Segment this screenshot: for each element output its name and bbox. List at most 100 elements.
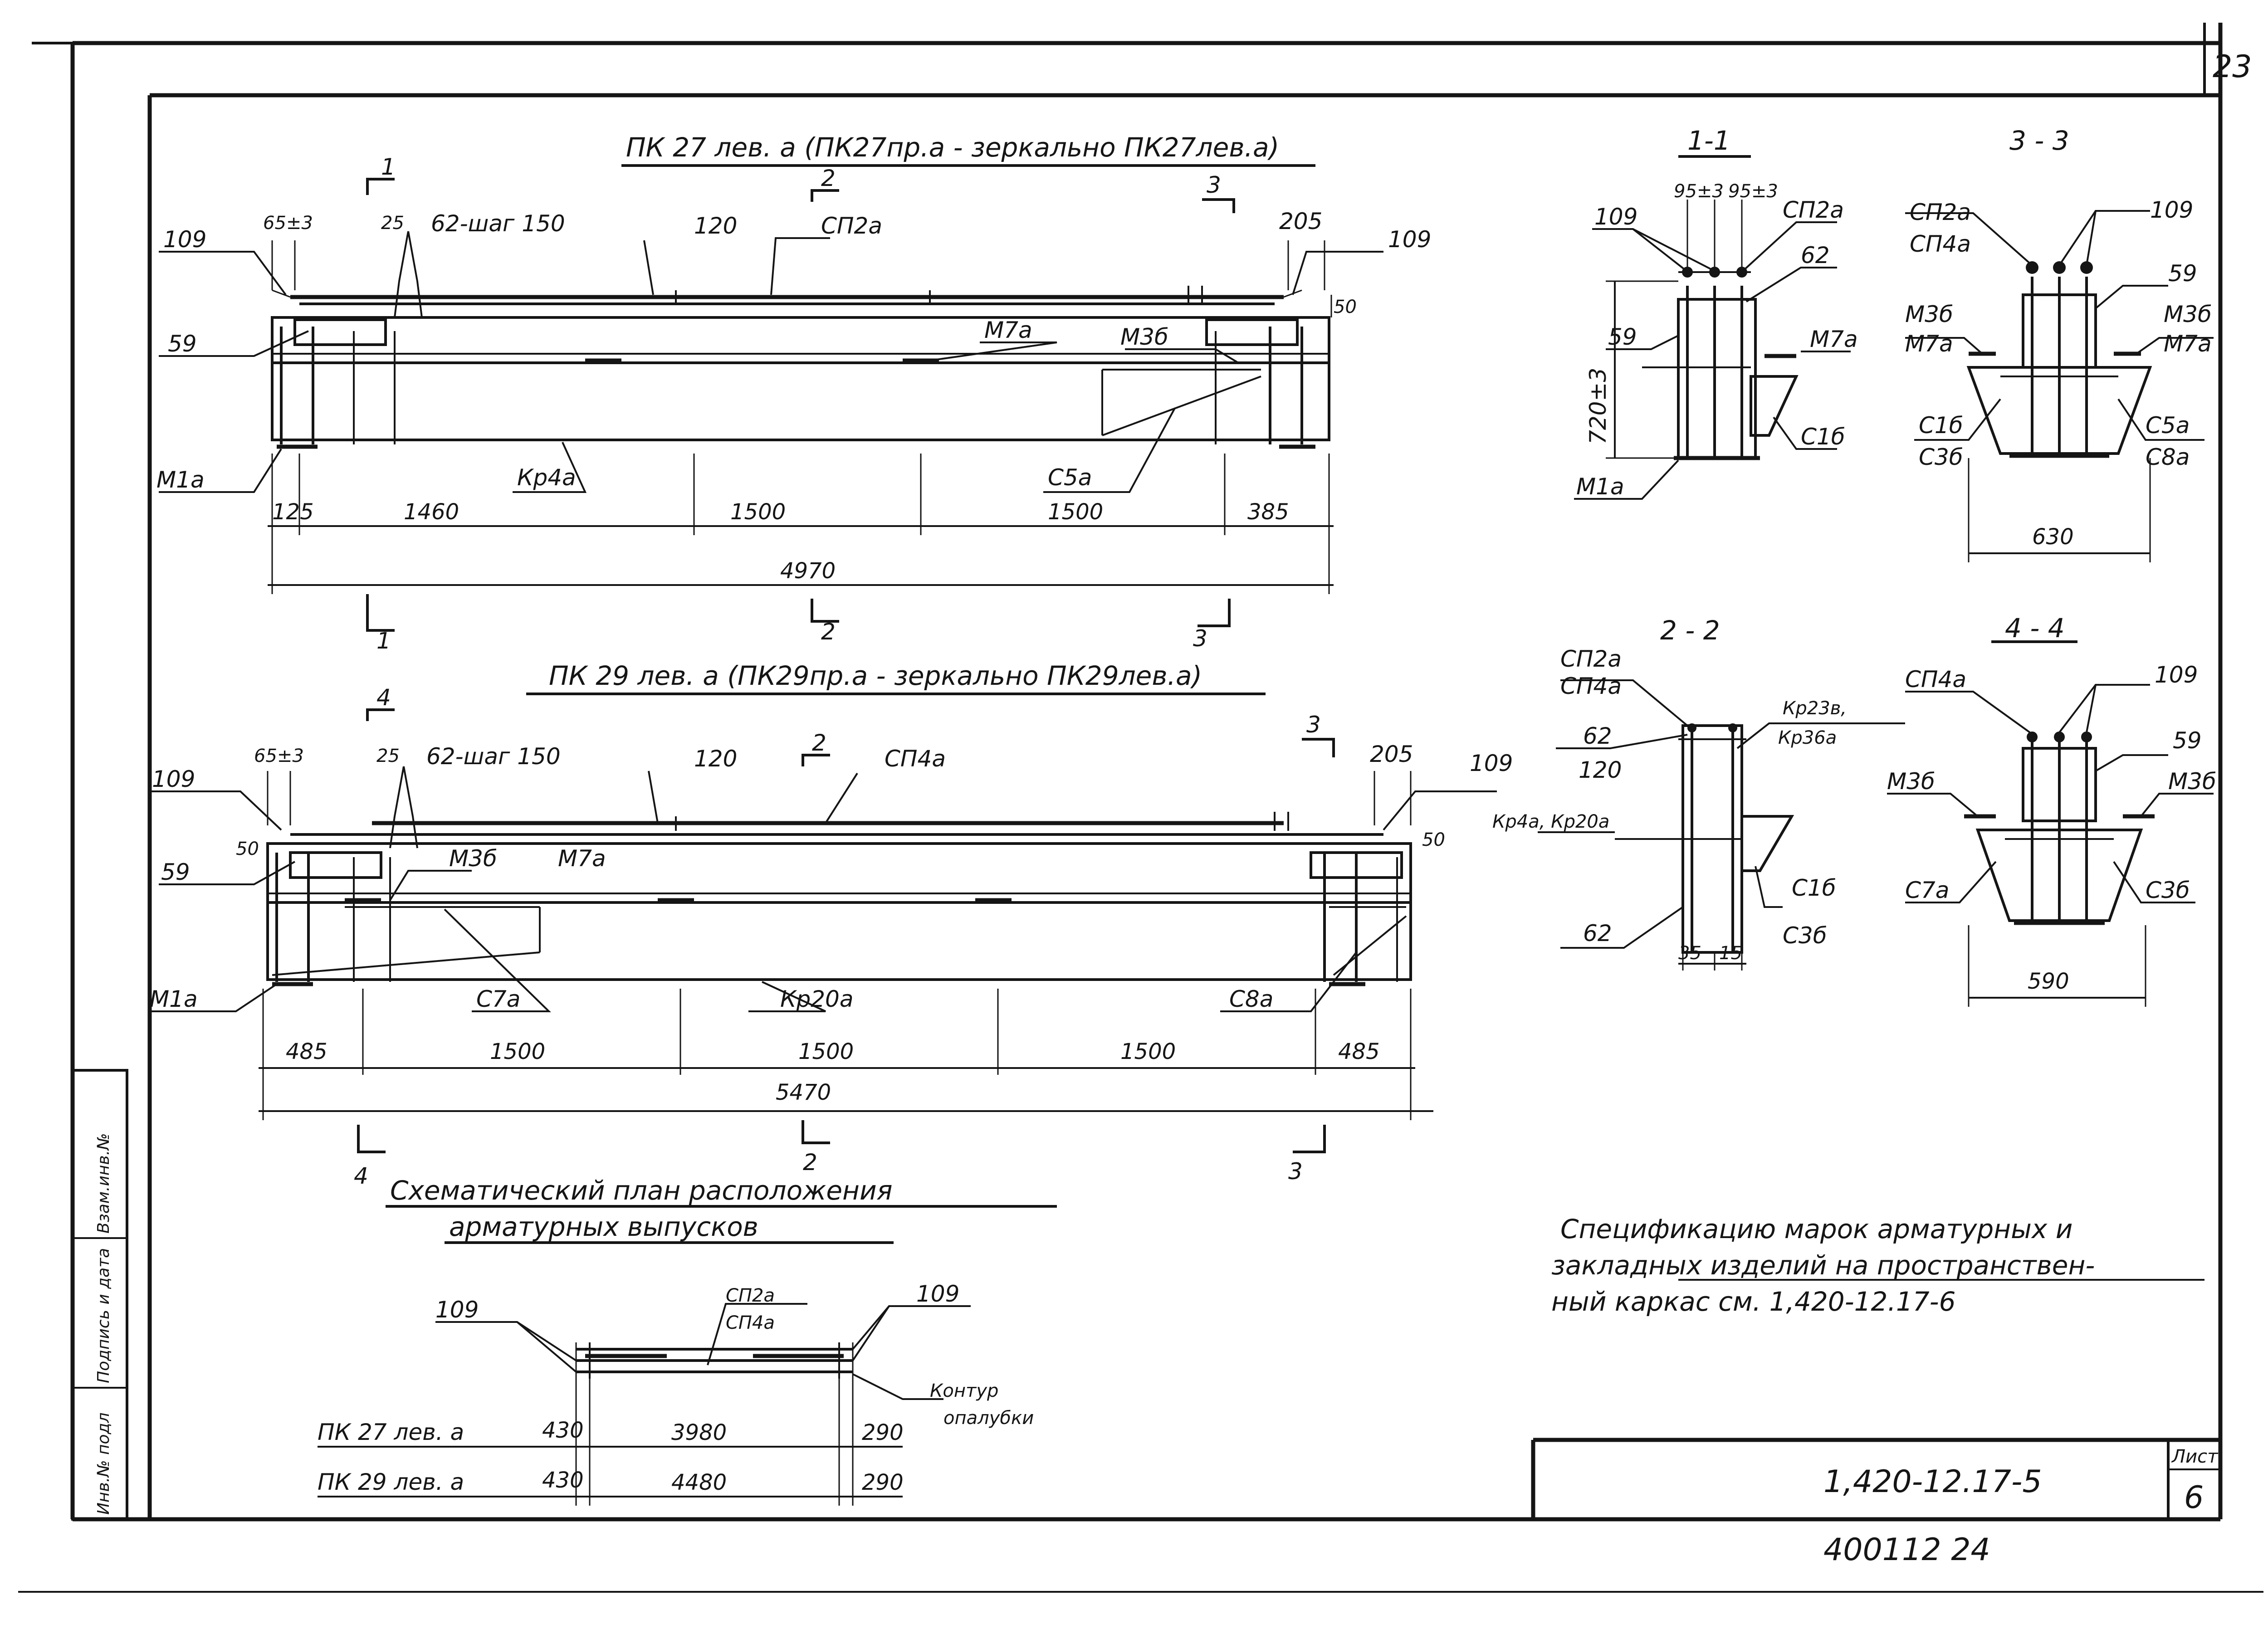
sec22-62b: 62 [1583, 920, 1612, 946]
sec11-m1a: М1а [1576, 473, 1624, 500]
note-line-3: ный каркас см. 1,420-12.17-6 [1551, 1286, 1956, 1317]
plan-sp4a: СП4а [726, 1312, 775, 1333]
b1-label-62: 62-шаг 150 [431, 210, 565, 237]
b2-label-59: 59 [161, 859, 190, 885]
section-1-1 [1574, 155, 1851, 500]
b1-label-sp2a: СП2а [821, 213, 882, 239]
beam-pk27: ПК 27 лев. а (ПК27пр.а - зеркально ПК27л… [159, 132, 1383, 632]
b2-dim-0: 485 [286, 1039, 327, 1064]
beam-pk29: ПК 29 лев. а (ПК29пр.а - зеркально ПК29л… [150, 660, 1497, 1153]
plan-row2-mid: 4480 [671, 1470, 727, 1495]
side-stamp: Инв.№ подл Подпись и дата Взам.инв.№ [71, 1069, 128, 1521]
sheet-number: 6 [2184, 1480, 2204, 1516]
b2-label-50a: 50 [236, 839, 259, 859]
b2-dim-1: 1500 [490, 1039, 545, 1064]
sec33-m3b2: М3б [2164, 301, 2212, 327]
sec22-120: 120 [1579, 757, 1622, 783]
b2-label-109a: 109 [152, 766, 195, 792]
b1-dim-2: 1500 [730, 499, 786, 525]
b1-label-50: 50 [1334, 297, 1357, 317]
sec44-109: 109 [2155, 662, 2198, 688]
title-block [1531, 1438, 2220, 1519]
b2-label-c7a: С7а [476, 986, 520, 1012]
plan-109b: 109 [916, 1281, 959, 1307]
plan-row1-right: 290 [862, 1420, 904, 1445]
sec44-59: 59 [2173, 727, 2202, 754]
b1-label-25: 25 [381, 213, 404, 234]
b2-dim-2: 1500 [798, 1039, 854, 1064]
b2-cut-3-top: 3 [1306, 712, 1321, 738]
sec33-m7a2: М7а [2164, 331, 2212, 357]
b1-label-120: 120 [694, 213, 737, 239]
sec22-c1b: С1б [1792, 875, 1836, 901]
sec44-m3b2: М3б [2168, 768, 2216, 795]
b2-label-109b: 109 [1470, 750, 1513, 776]
b1-cut-3-bottom: 3 [1193, 625, 1207, 652]
b2-label-sp4a: СП4а [885, 746, 946, 772]
plan-row1-mid: 3980 [671, 1420, 727, 1445]
sec33-width: 630 [2032, 524, 2074, 550]
b2-cut-2-top: 2 [812, 730, 826, 756]
b1-label-109a: 109 [163, 226, 206, 253]
sec11-title: 1-1 [1687, 125, 1730, 156]
sec22-kr4: Кр4а, Кр20а [1492, 811, 1609, 832]
sec44-c3b: С3б [2146, 877, 2190, 903]
sec33-c3b: С3б [1919, 444, 1963, 470]
drawing-code: 1,420-12.17-5 [1823, 1464, 2042, 1500]
b1-dim-1: 1460 [404, 499, 459, 525]
plan-title-1: Схематический план расположения [390, 1175, 893, 1206]
sec44-width: 590 [2028, 969, 2069, 994]
b1-label-65: 65±3 [263, 213, 313, 234]
b2-cut-3-bottom: 3 [1288, 1158, 1303, 1185]
b1-cut-2-bottom: 2 [821, 619, 836, 645]
sec33-title: 3 - 3 [2009, 125, 2069, 156]
sec11-c1b: С1б [1801, 424, 1845, 450]
sec44-sp4a: СП4а [1905, 666, 1966, 693]
plan-109a: 109 [435, 1297, 479, 1323]
section-3-3 [1905, 210, 2214, 562]
b2-label-m7a: М7а [558, 845, 606, 872]
sec11-sp2a: СП2а [1783, 197, 1844, 223]
sec11-59: 59 [1608, 324, 1637, 350]
b1-cut-1-top: 1 [381, 154, 396, 180]
sec22-c3b: С3б [1783, 922, 1827, 949]
sec11-m7a: М7а [1810, 326, 1858, 352]
b2-label-kr20a: Кр20а [780, 986, 854, 1012]
plan-row2-name: ПК 29 лев. а [318, 1469, 464, 1495]
sec11-95b: 95±3 [1728, 181, 1778, 202]
sec33-c8a: С8а [2146, 444, 2190, 470]
sec22-sp4a: СП4а [1560, 673, 1622, 699]
b2-total: 5470 [776, 1080, 831, 1105]
sec22-62a: 62 [1583, 723, 1612, 749]
sec22-d35: 35 [1678, 943, 1701, 964]
sec22-kr36: Кр36а [1778, 727, 1837, 748]
b1-label-m3b: М3б [1120, 324, 1168, 350]
sec33-sp2a: СП2а [1910, 199, 1971, 225]
b2-label-c8a: С8а [1229, 986, 1273, 1012]
b1-dim-4: 385 [1247, 499, 1289, 525]
b2-cut-4-top: 4 [376, 684, 391, 711]
plan-contour-1: Контур [930, 1380, 998, 1401]
bottom-stamp: 400112 24 [1823, 1532, 1990, 1568]
plan-row2-left: 430 [542, 1468, 584, 1493]
b2-label-50b: 50 [1422, 829, 1445, 850]
sec44-title: 4 - 4 [2005, 613, 2065, 644]
sec33-m3b1: М3б [1905, 301, 1953, 327]
b2-label-62: 62-шаг 150 [426, 743, 561, 770]
sec22-d15: 15 [1719, 943, 1742, 964]
plan-sp2a: СП2а [726, 1285, 775, 1306]
plan-contour-2: опалубки [943, 1408, 1034, 1429]
b2-cut-4-bottom: 4 [354, 1163, 368, 1189]
b1-label-205: 205 [1279, 208, 1322, 234]
b2-label-25: 25 [376, 746, 400, 766]
sec33-c1b: С1б [1919, 412, 1963, 439]
b1-cut-3-top: 3 [1207, 172, 1221, 198]
plan-row1-name: ПК 27 лев. а [318, 1419, 464, 1445]
side-stamp-sign: Подпись и дата [94, 1248, 113, 1383]
b2-dim-4: 485 [1338, 1039, 1380, 1064]
sec11-109: 109 [1594, 204, 1637, 230]
b2-label-m3b: М3б [449, 845, 497, 872]
sec33-sp4a: СП4а [1910, 231, 1971, 257]
section-4-4 [1887, 640, 2214, 1007]
